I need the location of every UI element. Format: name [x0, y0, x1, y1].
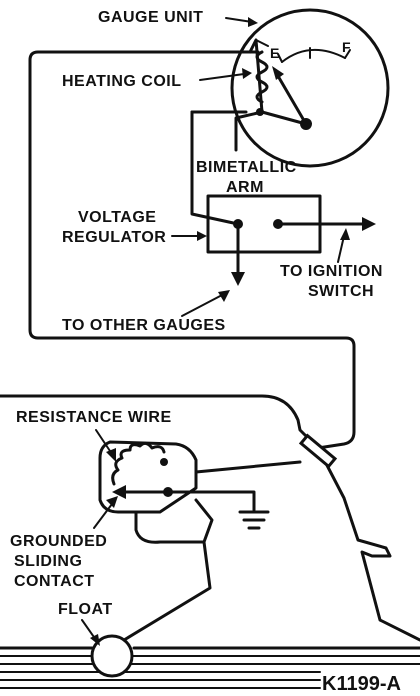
arrow-grounded-contact [93, 503, 113, 529]
sender-bracket [134, 498, 214, 544]
wire-ground [166, 490, 256, 512]
label-heating-coil: HEATING COIL [62, 73, 181, 90]
label-float: FLOAT [58, 601, 113, 618]
label-voltage: VOLTAGE [78, 209, 156, 226]
label-resistance-wire: RESISTANCE WIRE [16, 409, 172, 426]
arrow-gauge-unit [225, 17, 253, 23]
label-bimetallic: BIMETALLIC [196, 159, 297, 176]
sender-housing [98, 440, 198, 514]
wire-gauge-to-tank [28, 50, 356, 450]
sliding-contact-tip [112, 485, 126, 499]
tank-outline [0, 394, 420, 642]
arrowhead-grounded-contact [106, 496, 118, 508]
arrow-ignition-label [337, 235, 345, 263]
bimetallic-arm-strip [255, 39, 269, 47]
sender-unit [98, 440, 302, 642]
resistance-wire [111, 441, 166, 486]
arrowhead-regulator [197, 231, 207, 241]
gauge-pointer-tip [272, 66, 284, 80]
label-gauge-unit: GAUGE UNIT [98, 9, 203, 26]
label-contact: CONTACT [14, 573, 95, 590]
label-bimetallic-arm: ARM [226, 179, 264, 196]
bimetallic-arm [248, 38, 308, 126]
arrowhead-ignition-label [340, 228, 350, 240]
arrowhead-float [90, 634, 100, 646]
wire-sender-to-terminal [194, 460, 302, 474]
arrowhead-other-gauges [231, 272, 245, 286]
arrowhead-heating-coil [242, 68, 252, 79]
label-to-ignition: TO IGNITION [280, 263, 383, 280]
float-ball [90, 634, 134, 678]
label-regulator: REGULATOR [62, 229, 166, 246]
gauge-scale-tick [344, 49, 351, 59]
arrowhead-resistance-wire [106, 448, 116, 462]
gauge-dial-outline [230, 8, 390, 168]
label-switch: SWITCH [308, 283, 374, 300]
arrowhead-other-gauges-label [218, 290, 230, 302]
figure-code: K1199-A [322, 673, 401, 695]
arrow-other-gauges-label [181, 293, 225, 317]
fuel-tank [0, 394, 420, 689]
gauge-scale-tick [277, 53, 283, 63]
arrow-heating-coil [199, 73, 245, 81]
wire-gauge-to-regulator [190, 110, 240, 226]
gauge-pointer [276, 74, 308, 126]
gauge-unit: E F [230, 8, 390, 168]
label-grounded: GROUNDED [10, 533, 107, 550]
arrowhead-ignition [362, 217, 376, 231]
float-arm [122, 540, 212, 642]
heating-coil [255, 50, 269, 104]
coil-lead [234, 110, 264, 152]
arrow-resistance-wire [95, 429, 113, 455]
terminal-stud [298, 433, 338, 469]
gauge-empty-mark: E [270, 45, 279, 61]
label-sliding: SLIDING [14, 553, 82, 570]
gauge-full-mark: F [342, 39, 351, 55]
resistance-terminal [160, 458, 168, 466]
gauge-scale-arc [281, 48, 346, 63]
label-to-other-gauges: TO OTHER GAUGES [62, 317, 226, 334]
tank-terminal [298, 433, 338, 469]
arrowhead-gauge-unit [248, 17, 258, 27]
